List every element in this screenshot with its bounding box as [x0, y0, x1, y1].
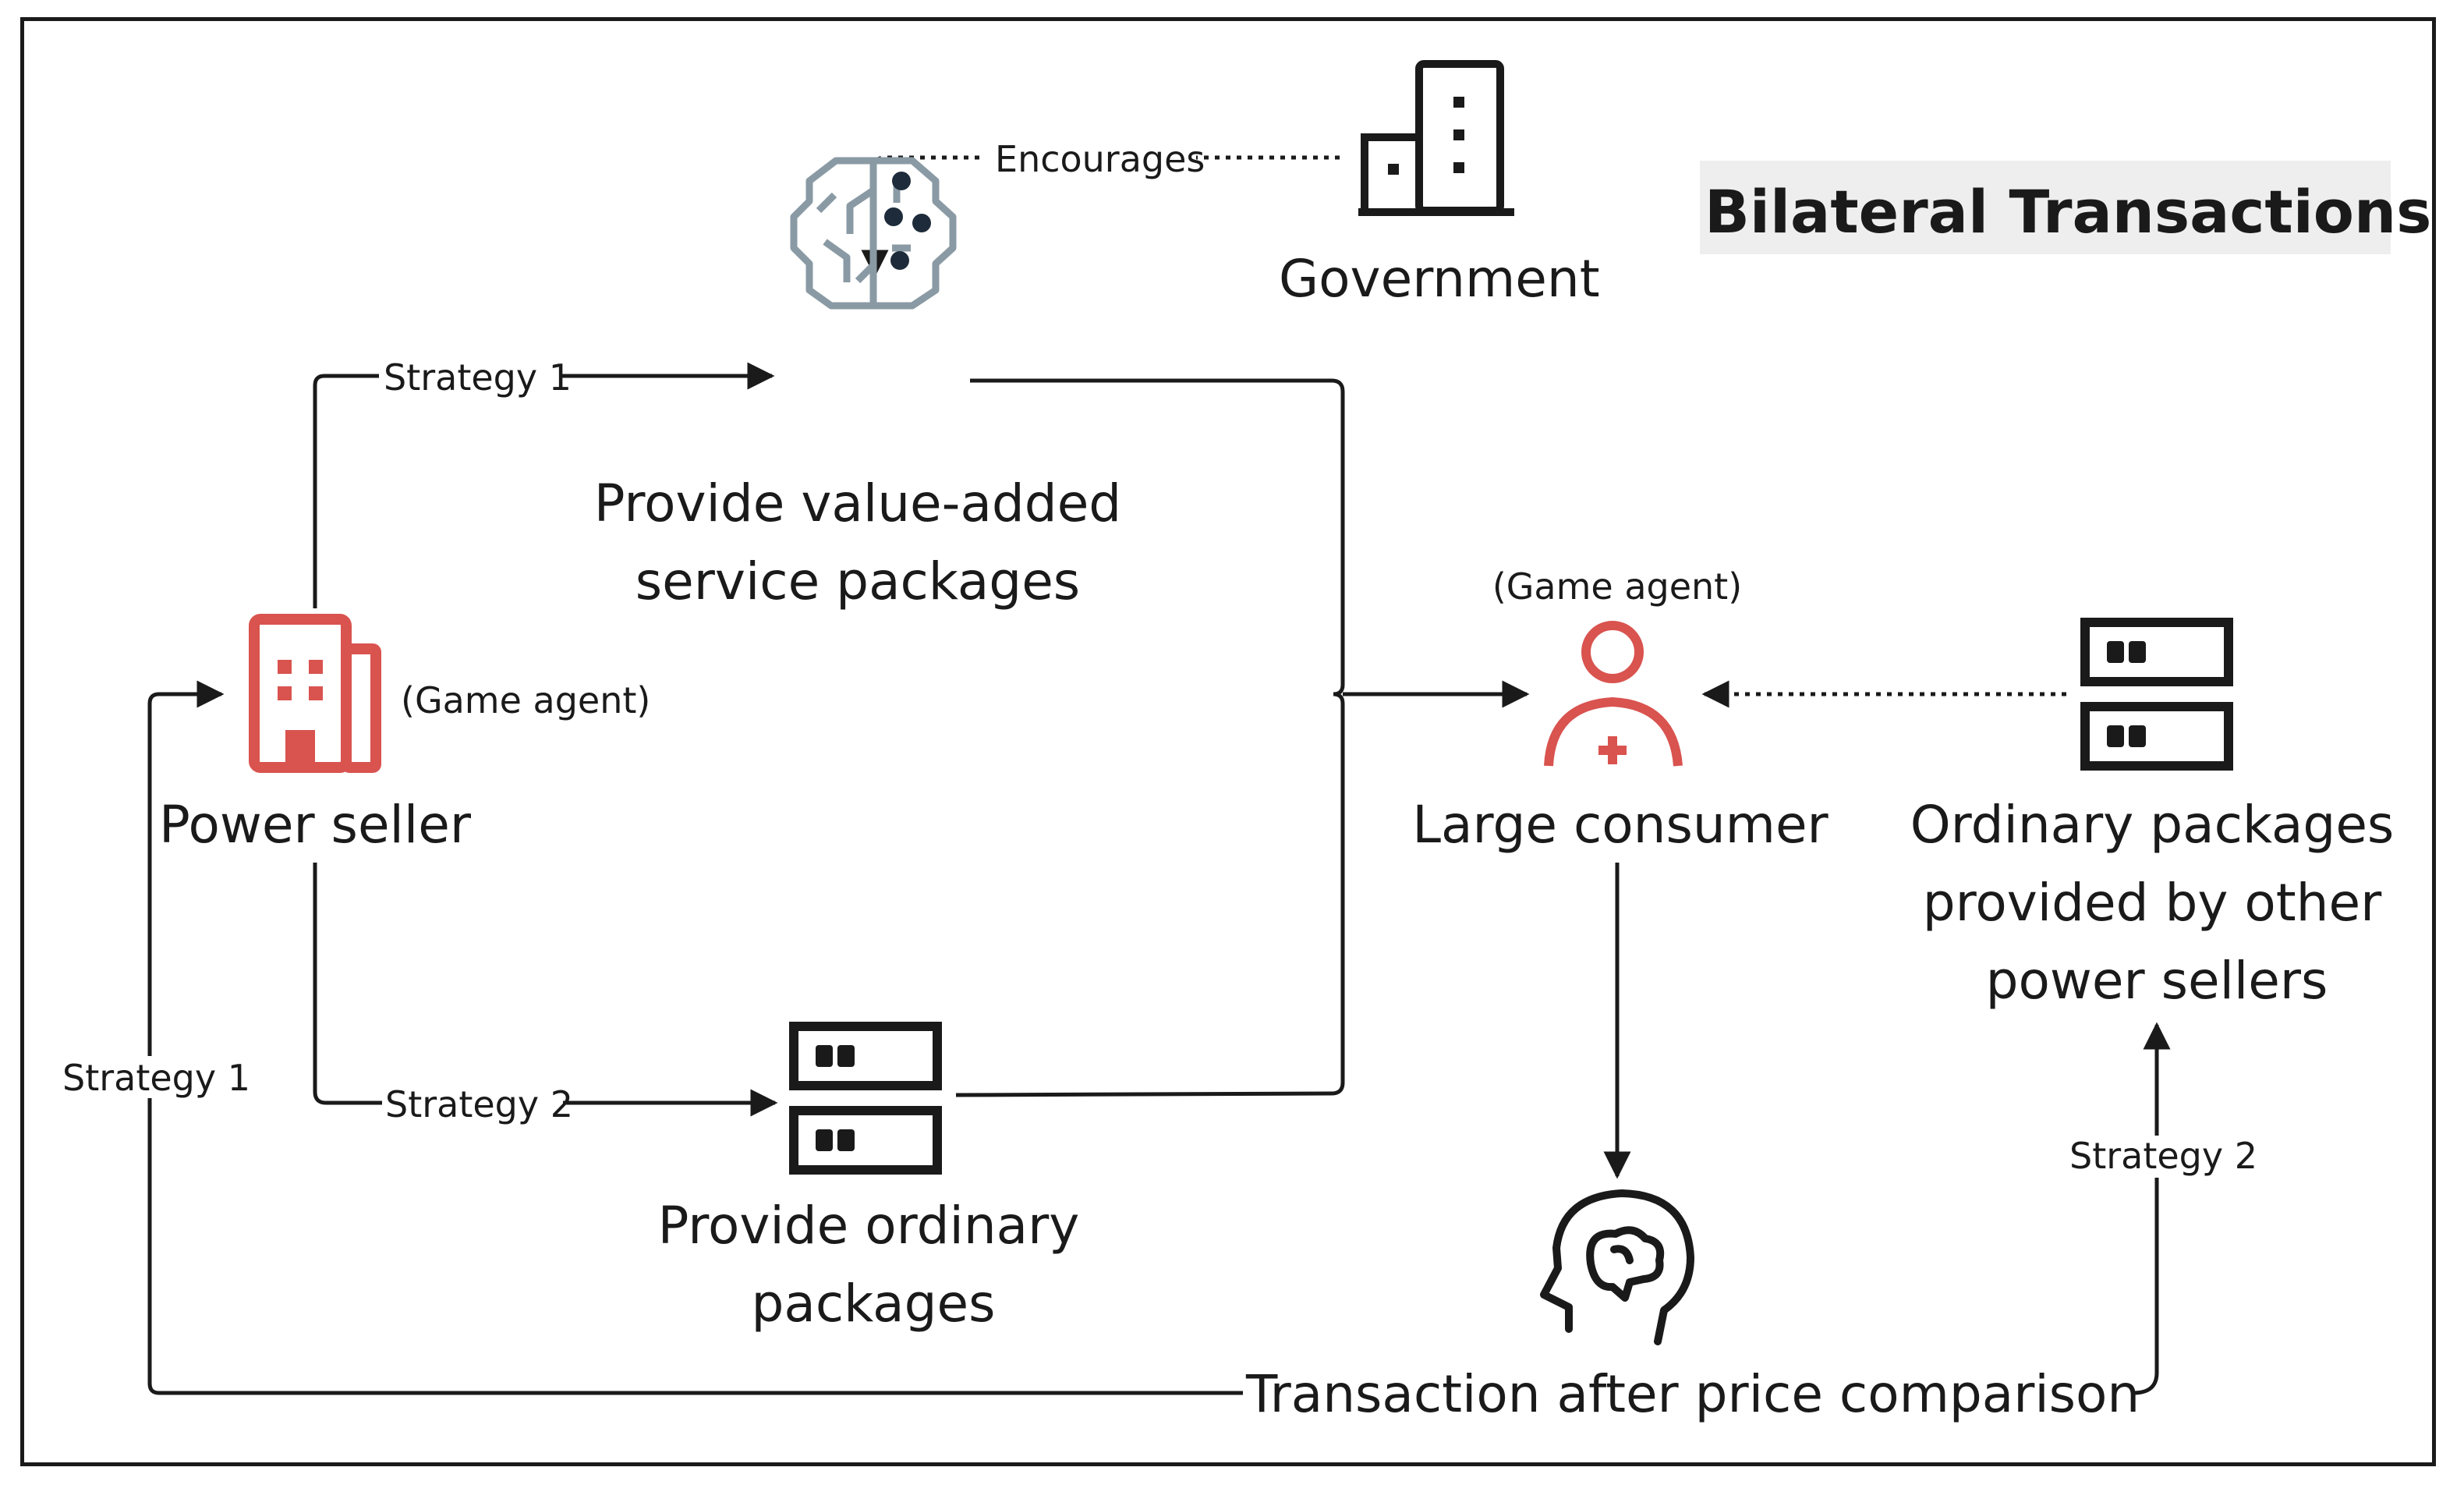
- edge-strategy1-loop: [147, 680, 1243, 1395]
- edge-strategy2-loop: [2133, 1022, 2171, 1395]
- edge-label-strategy2-right: Strategy 2: [2069, 1135, 2257, 1177]
- other-sellers-label-line2: provided by other: [1923, 873, 2382, 933]
- strategy2-bottom-label-bg: [382, 1083, 563, 1125]
- strategy1-top-label-bg: [379, 356, 560, 398]
- power-seller-tag: (Game agent): [401, 679, 650, 721]
- large-consumer-tag: (Game agent): [1492, 565, 1742, 608]
- ordinary-provide-label-line1: Provide ordinary: [658, 1196, 1080, 1256]
- consumer-person-icon: [1544, 621, 1683, 767]
- server-packages-icon: [789, 1022, 942, 1175]
- edge-strategy2-bottom: [313, 863, 778, 1117]
- value-added-label-line1: Provide value-added: [594, 473, 1121, 533]
- edge-valueadded-to-merge: [970, 378, 1345, 696]
- government-label: Government: [1279, 249, 1600, 309]
- title-background: [1700, 161, 2391, 254]
- ordinary-provide-label-line2: packages: [751, 1274, 995, 1334]
- edge-label-strategy1-top: Strategy 1: [384, 356, 572, 399]
- brain-network-nodes: [884, 172, 931, 270]
- large-consumer-label: Large consumer: [1412, 795, 1829, 855]
- encourages-label-bg: [986, 137, 1196, 179]
- strategy1-left-label-bg: [59, 1056, 239, 1098]
- edge-label-encourages: Encourages: [995, 138, 1205, 180]
- diagram-title: Bilateral Transactions: [1705, 177, 2431, 246]
- power-company-building-icon: [249, 614, 381, 773]
- strategy2-right-label-bg: [2066, 1136, 2247, 1178]
- power-seller-label: Power seller: [159, 795, 472, 855]
- edge-label-strategy2-bottom: Strategy 2: [385, 1083, 573, 1125]
- diagram-frame: [20, 17, 2436, 1466]
- other-sellers-label-line1: Ordinary packages: [1910, 795, 2395, 855]
- thinking-head-icon: [1540, 1189, 1694, 1345]
- transaction-label: Transaction after price comparison: [1245, 1364, 2140, 1424]
- transaction-label-bg: [1243, 1357, 2133, 1427]
- edge-ordinary-to-merge: [955, 692, 1345, 1097]
- edge-strategy1-top: [313, 362, 775, 608]
- value-added-label-line2: service packages: [635, 551, 1080, 611]
- other-sellers-server-icon: [2080, 618, 2233, 771]
- edge-label-strategy1-left: Strategy 1: [62, 1057, 250, 1099]
- other-sellers-label-line3: power sellers: [1986, 951, 2328, 1011]
- brain-network-icon: [790, 157, 957, 310]
- government-building-icon: [1358, 60, 1514, 216]
